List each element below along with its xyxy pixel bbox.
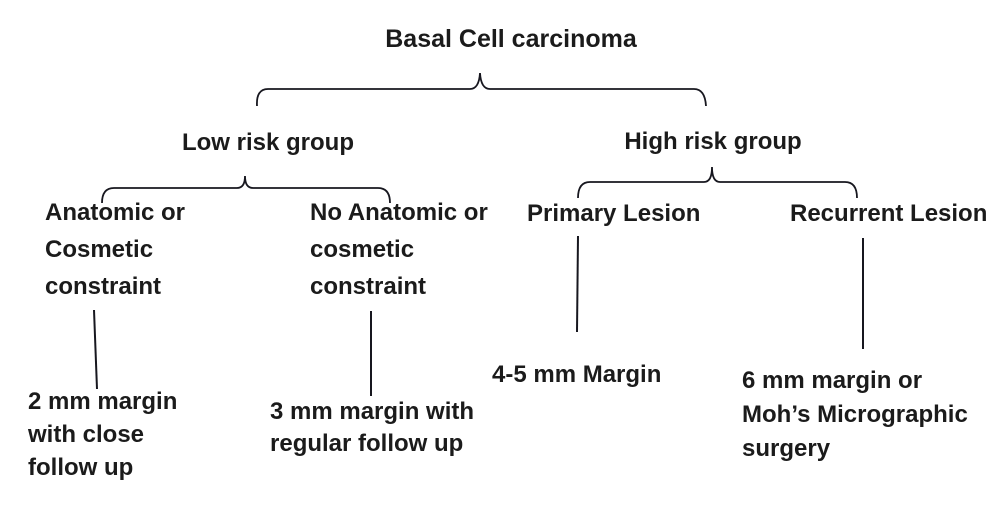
high-risk-brace <box>577 166 858 199</box>
outcome-text-line: 3 mm margin with <box>270 398 475 425</box>
outcome-text-line: 6 mm margin or <box>742 367 923 394</box>
branch-text-line: Primary Lesion <box>527 200 701 227</box>
branch-text-line: Anatomic or <box>45 199 186 226</box>
outcome-3mm-margin: 3 mm margin with regular follow up <box>270 396 474 460</box>
outcome-text-line: 4-5 mm Margin <box>492 361 662 388</box>
branch-recurrent-lesion: Recurrent Lesion <box>790 195 986 232</box>
branch-text-line: constraint <box>310 273 427 300</box>
outcome-text-line: Moh’s Micrographic <box>742 401 968 428</box>
branch-text-line: constraint <box>45 273 162 300</box>
diagram-title: Basal Cell carcinoma <box>385 25 637 53</box>
branch-primary-lesion: Primary Lesion <box>527 195 700 232</box>
branch-text-line: cosmetic <box>310 236 415 263</box>
outcome-text-line: 2 mm margin <box>28 388 178 415</box>
branch-text-line: Cosmetic <box>45 236 154 263</box>
branch-no-anatomic-constraint: No Anatomic or cosmetic constraint <box>310 194 488 305</box>
connector-line-primary <box>576 235 579 333</box>
branch-text-line: No Anatomic or <box>310 199 488 226</box>
outcome-6mm-mohs-surgery: 6 mm margin or Moh’s Micrographic surger… <box>742 364 968 466</box>
low-risk-brace <box>101 175 391 204</box>
outcome-text-line: surgery <box>742 435 831 462</box>
group-label-high-risk: High risk group <box>624 128 802 155</box>
branch-anatomic-constraint: Anatomic or Cosmetic constraint <box>45 194 185 305</box>
branch-text-line: Recurrent Lesion <box>790 200 986 227</box>
outcome-2mm-margin: 2 mm margin with close follow up <box>28 385 177 484</box>
root-brace <box>256 72 707 107</box>
group-label-low-risk: Low risk group <box>181 129 354 156</box>
outcome-text-line: follow up <box>28 454 134 481</box>
outcome-text-line: regular follow up <box>270 430 464 457</box>
outcome-text-line: with close <box>28 421 145 448</box>
outcome-4-5mm-margin: 4-5 mm Margin <box>492 360 661 390</box>
connector-line-anatomic <box>93 309 98 390</box>
